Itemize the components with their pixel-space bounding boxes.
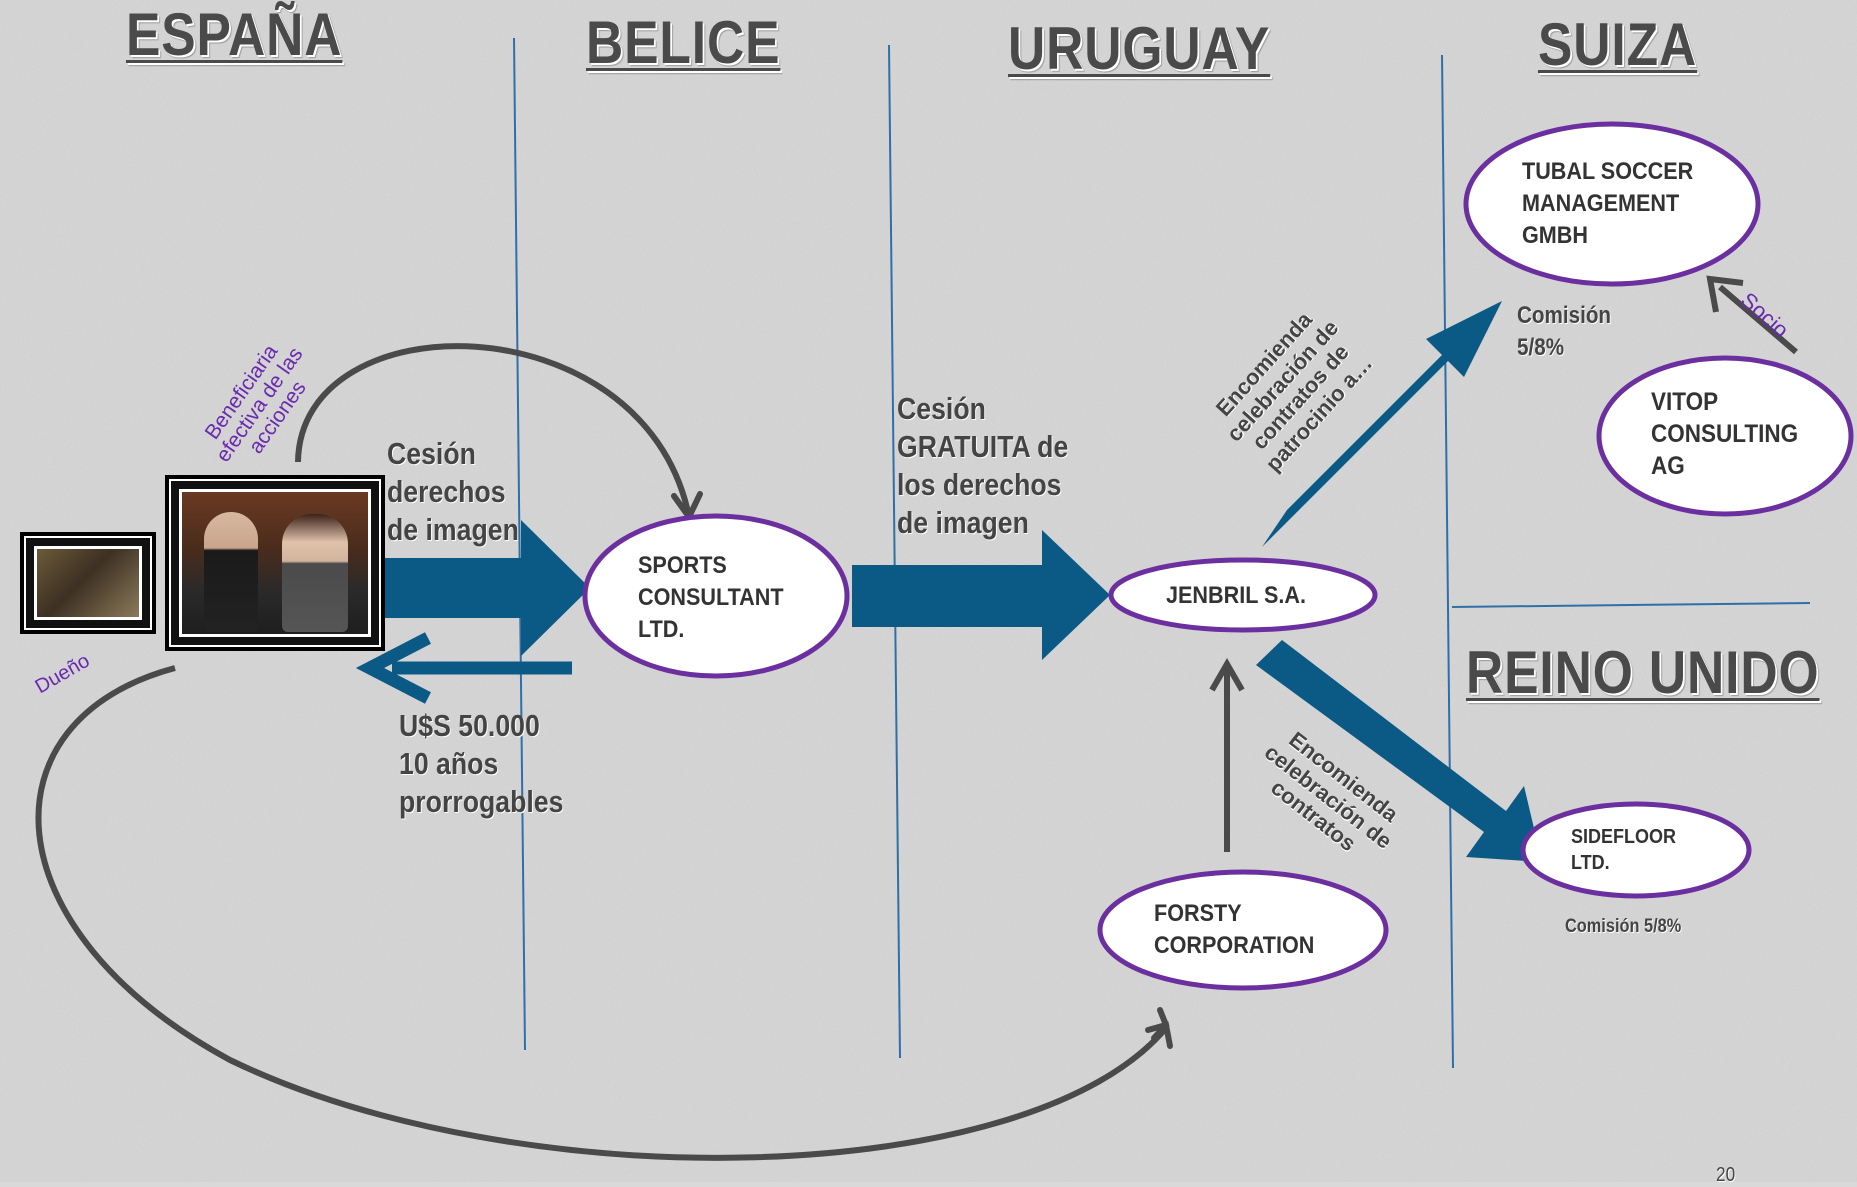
divider-belice-uruguay [888, 44, 901, 1059]
curve-beneficiaria-to-sports [295, 343, 691, 513]
label-vitop: VITOP CONSULTING AG [1651, 388, 1799, 480]
photo-frame-large [165, 475, 385, 651]
label-tubal: TUBAL SOCCER MANAGEMENT GMBH [1522, 158, 1694, 249]
photo-large-image [179, 489, 371, 637]
arrow-forsty-to-jenbril-head [1209, 657, 1245, 692]
node-sports-consultant [582, 513, 850, 679]
text-payment-terms: U$S 50.000 10 años prorrogables [399, 708, 564, 819]
arrow-cesion-to-jenbril [852, 530, 1110, 660]
label-sports-consultant: SPORTS CONSULTANT LTD. [638, 552, 784, 643]
arrow-cesion-to-sports [385, 520, 590, 656]
node-jenbril [1108, 557, 1378, 633]
arrow-vitop-to-tubal [1718, 284, 1798, 355]
photo-person-right [282, 514, 348, 632]
text-cesion-gratuita: Cesión GRATUITA de los derechos de image… [897, 391, 1069, 540]
text-comision-sidefloor: Comisión 5/8% [1565, 916, 1682, 937]
arrow-jenbril-to-tubal [1262, 301, 1502, 547]
node-tubal [1463, 121, 1761, 287]
country-uruguay: URUGUAY [1008, 15, 1271, 82]
country-belice: BELICE [586, 9, 781, 76]
divider-suiza-reino-unido [1451, 602, 1811, 608]
label-jenbril: JENBRIL S.A. [1166, 582, 1307, 609]
country-espana: ESPAÑA [126, 1, 343, 68]
page-number: 20 [1716, 1164, 1736, 1186]
photo-person-left [204, 512, 258, 632]
divider-uruguay-europe [1441, 54, 1454, 1069]
divider-espana-belice [513, 37, 526, 1051]
text-comision-tubal: Comisión 5/8% [1517, 302, 1612, 361]
node-forsty [1097, 869, 1389, 991]
label-sidefloor: SIDEFLOOR LTD. [1571, 826, 1677, 874]
country-suiza: SUIZA [1538, 11, 1698, 78]
photo-small-image [34, 546, 142, 620]
curve-dueno-arrowhead-2 [1151, 1007, 1170, 1041]
node-sidefloor [1520, 801, 1752, 899]
node-vitop [1596, 355, 1854, 517]
photo-frame-small [20, 532, 156, 634]
curve-dueno-to-forsty [35, 665, 1169, 1161]
label-forsty: FORSTY CORPORATION [1154, 900, 1315, 959]
text-cesion-derechos: Cesión derechos de imagen [387, 436, 519, 547]
arrow-jenbril-to-sidefloor [1256, 640, 1542, 862]
arrow-payment-return-head [355, 632, 431, 704]
country-reino-unido: REINO UNIDO [1466, 639, 1820, 706]
arrow-vitop-to-tubal-head [1706, 275, 1744, 313]
